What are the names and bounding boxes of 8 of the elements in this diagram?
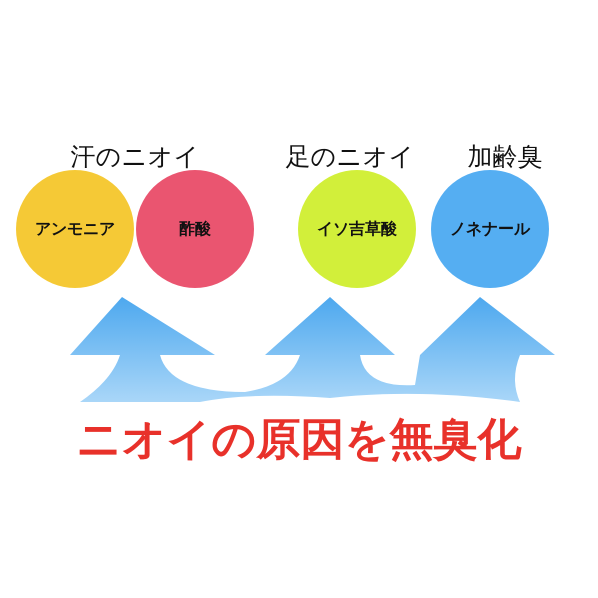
category-heading: 足のニオイ xyxy=(286,141,414,173)
odor-name: イソ吉草酸 xyxy=(317,218,397,240)
category-heading: 汗のニオイ xyxy=(70,141,200,173)
odor-name: ノネナール xyxy=(450,218,530,240)
odor-name: アンモニア xyxy=(35,218,115,240)
odor-name: 酢酸 xyxy=(179,218,211,240)
slogan-text: ニオイの原因を無臭化 xyxy=(76,413,522,467)
category-heading: 加齢臭 xyxy=(468,141,542,173)
